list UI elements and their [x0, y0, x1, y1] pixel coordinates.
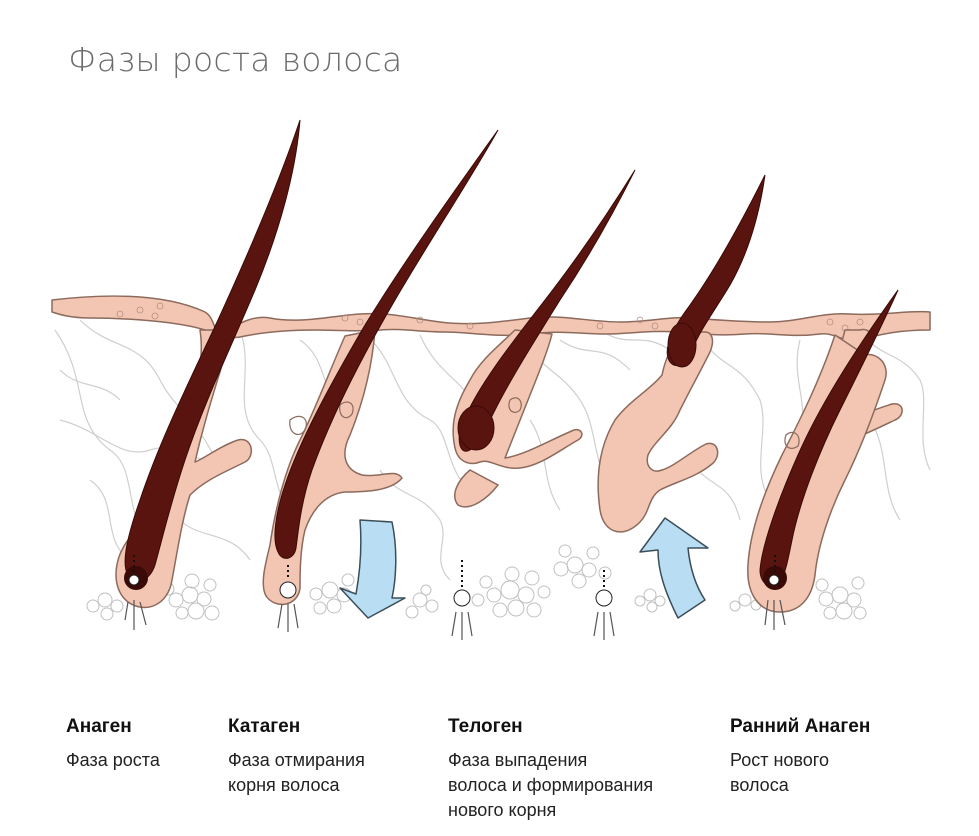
follicle-telogen [451, 169, 636, 640]
phase-catagen: Катаген Фаза отмирания корня волоса [228, 716, 365, 798]
phase-description: Рост нового волоса [730, 750, 829, 795]
phase-telogen: Телоген Фаза выпадения волоса и формиров… [448, 716, 653, 823]
hair-growth-illustration [51, 119, 931, 640]
phase-name: Телоген [448, 716, 523, 737]
phase-name: Ранний Анаген [730, 716, 871, 737]
phase-name: Анаген [66, 716, 132, 737]
phase-description: Фаза роста [66, 750, 160, 770]
epidermis [51, 295, 931, 342]
follicle-new-root [593, 174, 766, 640]
follicle-catagen [262, 129, 499, 632]
arrow-down-icon [339, 519, 406, 619]
follicle-anagen [115, 119, 301, 630]
arrow-up-icon [639, 517, 709, 619]
diagram-title: Фазы роста волоса [68, 40, 403, 79]
phase-description: Фаза отмирания корня волоса [228, 750, 365, 795]
epidermis-cells [116, 302, 864, 332]
phase-description: Фаза выпадения волоса и формирования нов… [448, 750, 654, 820]
fat-cells [86, 544, 867, 621]
phase-anagen: Анаген Фаза роста [66, 716, 160, 773]
phase-early-anagen: Ранний Анаген Рост нового волоса [730, 716, 870, 798]
phase-name: Катаген [228, 716, 301, 737]
follicle-early-anagen [747, 289, 903, 630]
